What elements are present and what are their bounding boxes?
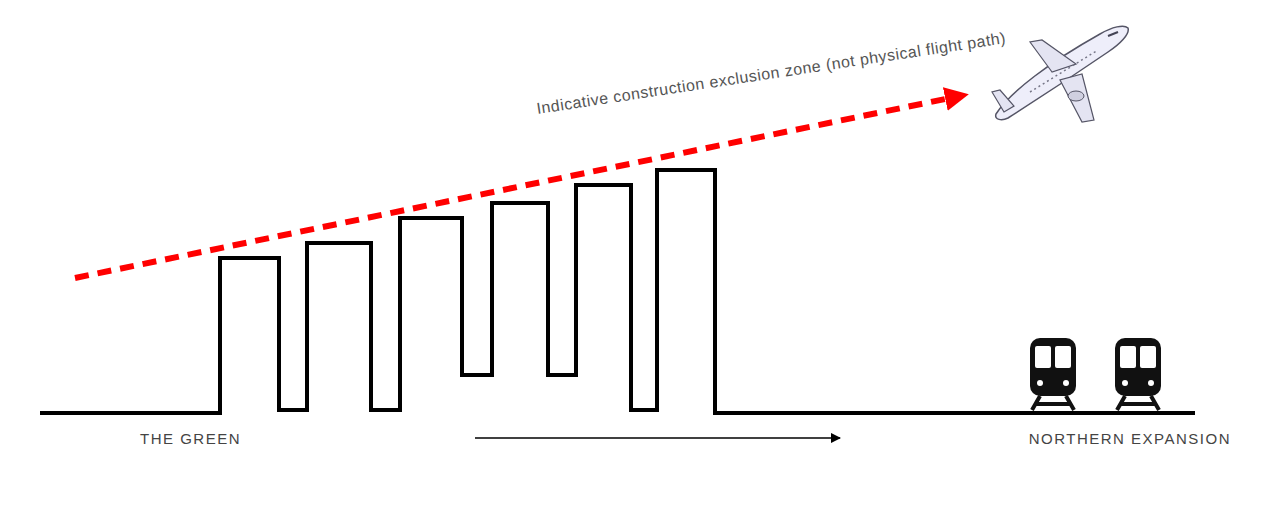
train-icon — [1030, 338, 1076, 410]
start-label: THE GREEN — [140, 430, 241, 447]
skyline-outline — [40, 170, 1195, 413]
train-icon — [1115, 338, 1161, 410]
end-label: NORTHERN EXPANSION — [1029, 430, 1231, 447]
plane-icon — [992, 26, 1128, 122]
direction-arrow — [475, 437, 840, 439]
exclusion-zone-label: Indicative construction exclusion zone (… — [535, 29, 1007, 118]
exclusion-zone-line — [75, 98, 950, 278]
